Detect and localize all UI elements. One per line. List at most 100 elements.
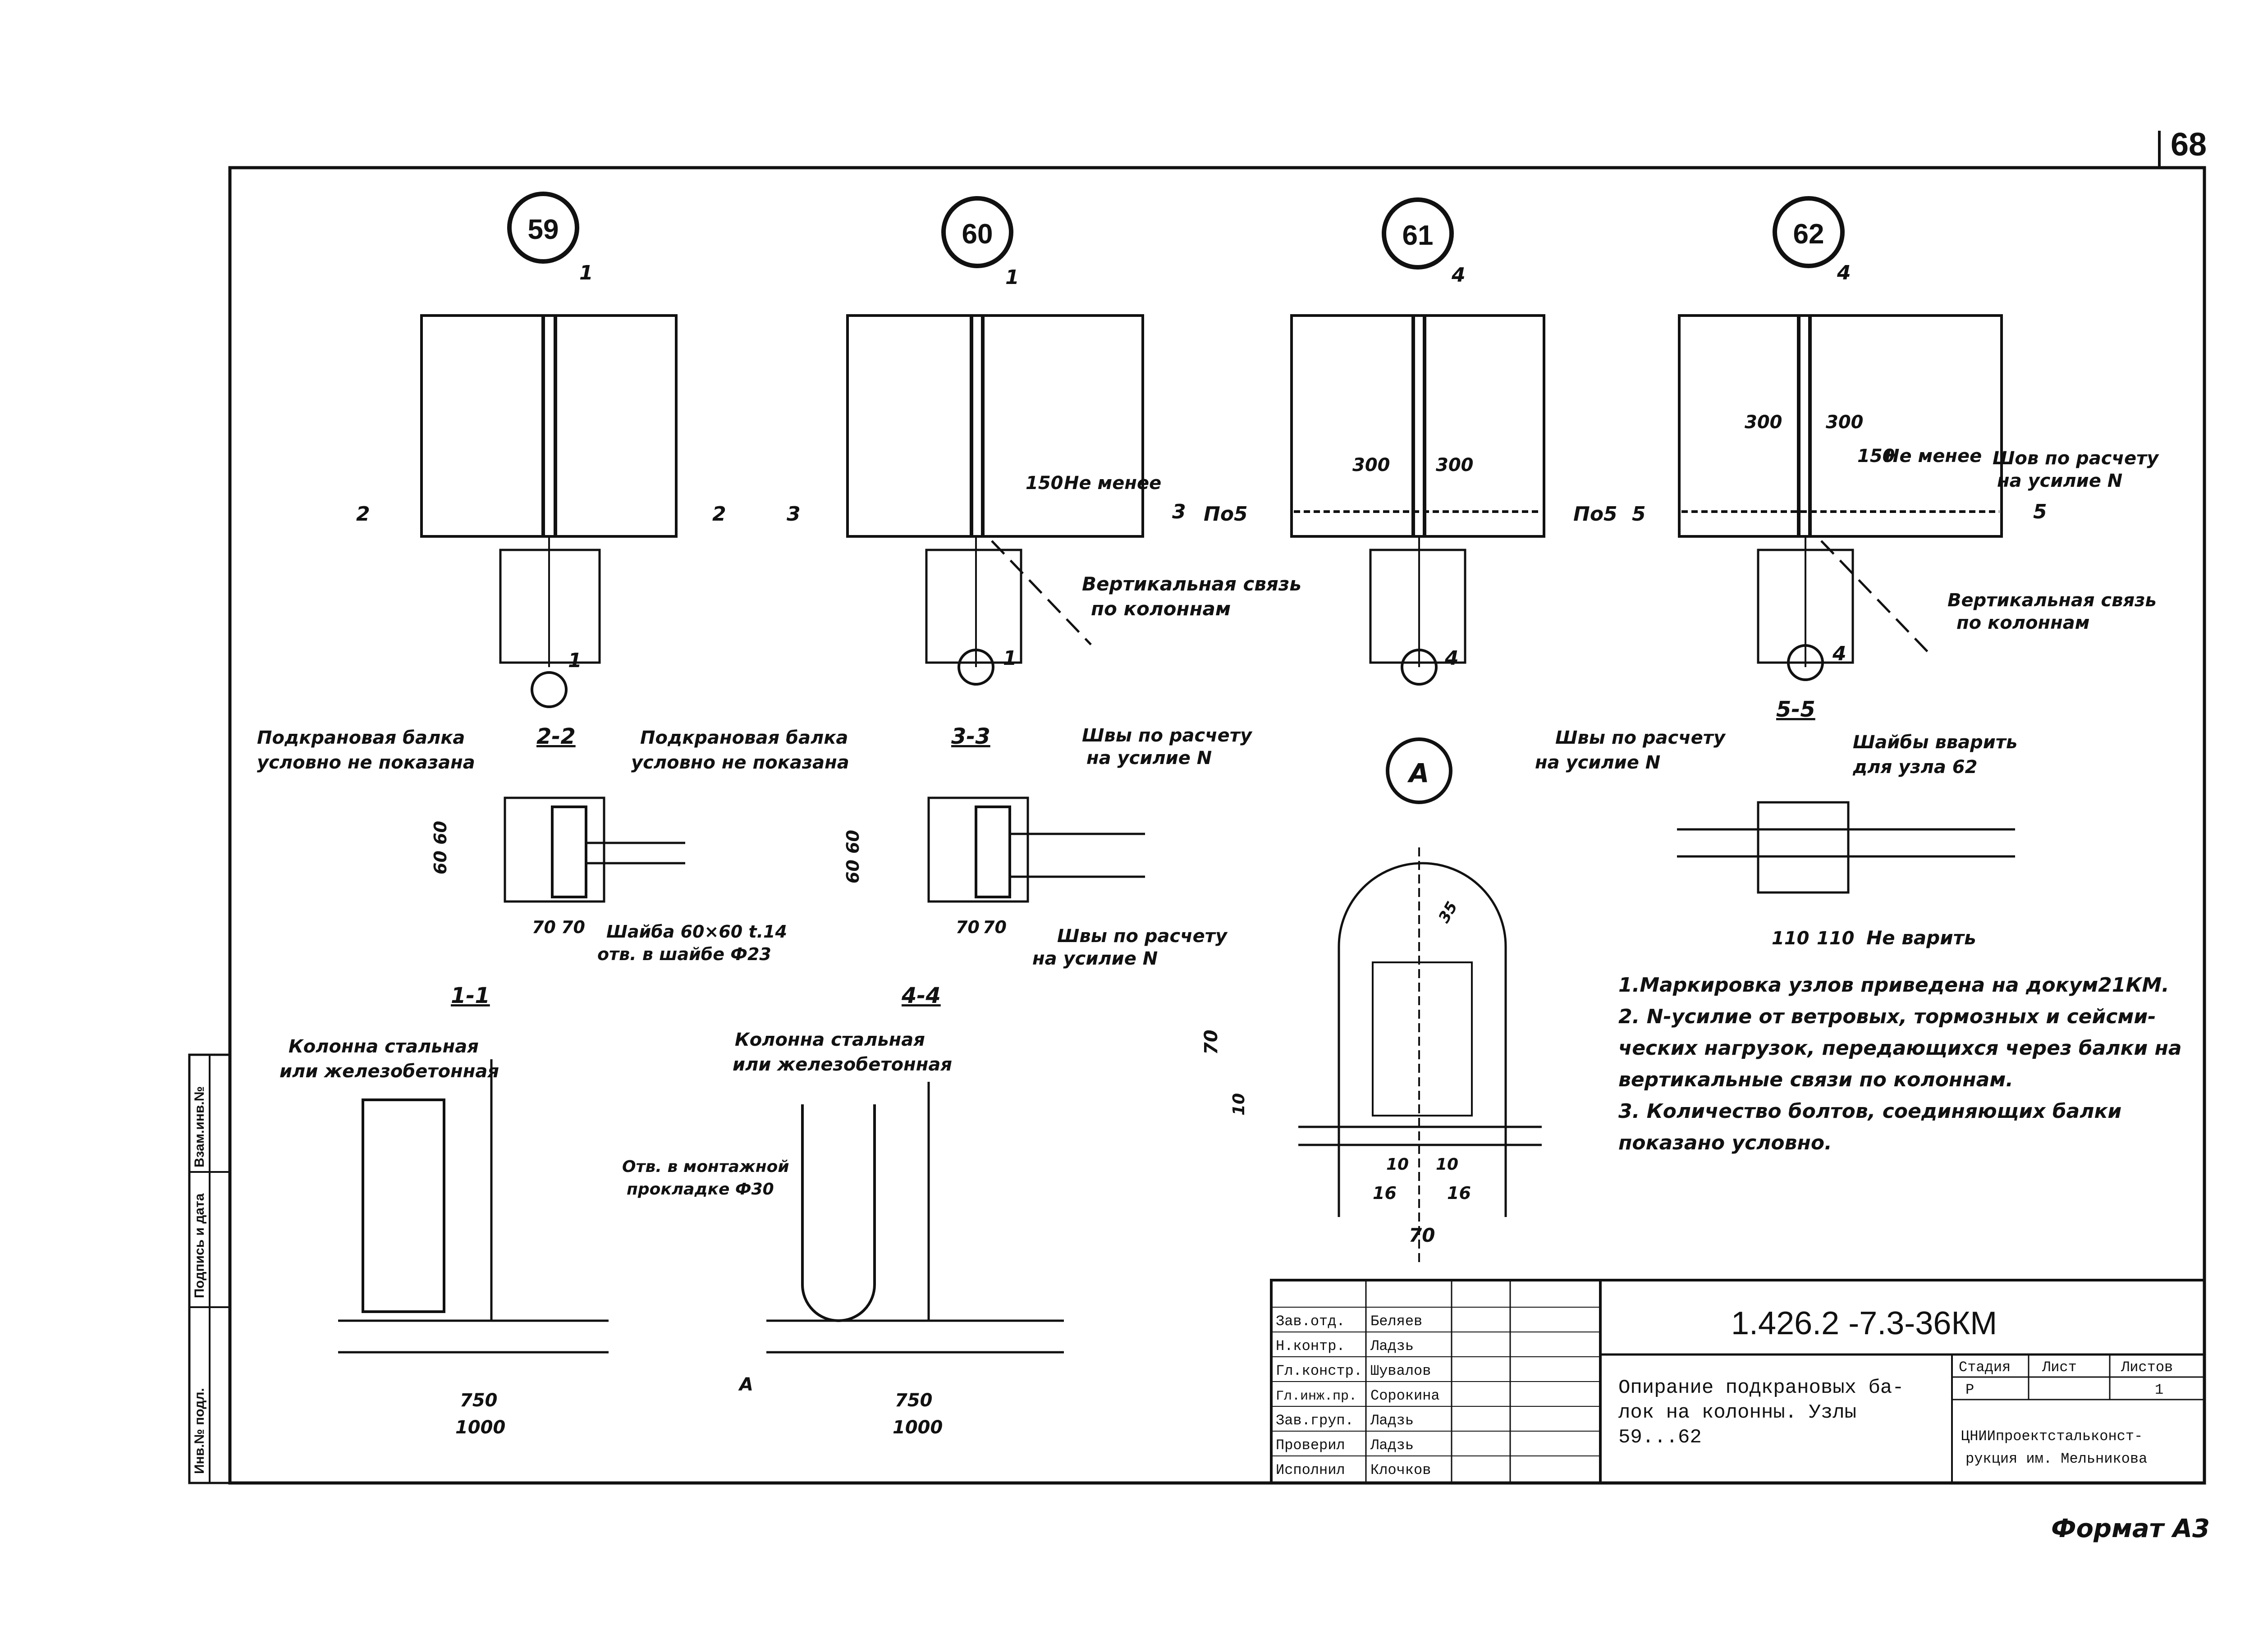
detail-a-dim-70-h: 70 [1409,1224,1435,1246]
node-60-cut-right: 3 [1172,500,1186,523]
tb-title-line3: 59...62 [1618,1426,1702,1449]
node-62-dim-right: 300 [1826,412,1864,433]
tb-name-3: Шувалов [1370,1363,1431,1379]
node-61-label: 61 [1402,220,1434,251]
section-1-1-dim-1000: 1000 [455,1417,505,1438]
node-62-brace-line2: по колоннам [1956,613,2089,633]
tb-name-5: Ладзь [1370,1412,1414,1429]
section-3-3-weld-bottom-line2: на усилие N [1032,948,1158,969]
tb-sheet-header: Лист [2042,1359,2077,1376]
note-line-1: 1.Маркировка узлов приведена на докум21К… [1618,974,2169,997]
section-2-2-beam-line1: Подкрановая балка [257,728,465,748]
node-61-dim-left: 300 [1352,455,1390,476]
node-61-detail: 61 4 4 По5 По5 300 300 [1204,197,1617,686]
section-1-1-dim-750: 750 [460,1390,498,1411]
sheet-number: 68 [2171,127,2207,163]
node-59-cut-top: 1 [579,261,593,284]
node-61-cut-left: По5 [1204,503,1248,526]
section-5-5-title: 5-5 [1776,697,1815,722]
node-61-cut-top: 4 [1451,264,1466,287]
drawing-frame [228,166,2206,1485]
node-61-cut-bottom: 4 [1444,647,1459,670]
note-line-2: 2. N-усилие от ветровых, тормозных и сей… [1618,1005,2156,1028]
section-4-4-dim-1000: 1000 [893,1417,943,1438]
section-3-3-beam-line2: условно не показана [631,752,849,773]
node-60-cut-bottom: 1 [1003,647,1017,670]
node-59-detail: 59 1 1 2 2 [356,192,726,708]
sheet-format: Формат А3 [2051,1514,2210,1543]
detail-a-dim-10-v: 10 [1230,1093,1248,1116]
section-2-2-dim-h2: 70 [561,917,585,937]
node-62-dim-left: 300 [1745,412,1782,433]
section-4-4: 4-4 Колонна стальная или железобетонная … [622,983,1064,1438]
node-62-min-note: Не менее [1884,446,1982,467]
tb-sheets-header: Листов [2121,1359,2173,1376]
node-62-dim-150: 150 [1857,446,1895,467]
node-60-dim-150: 150 [1026,473,1063,494]
section-1-1-column-line2: или железобетонная [279,1061,499,1082]
detail-a-dim-10-a: 10 [1386,1155,1409,1174]
section-3-3-title: 3-3 [951,724,990,749]
detail-a-dim-35: 35 [1435,899,1461,926]
section-3-3-weld-top-line1: Швы по расчету [1082,725,1253,746]
detail-a: А 70 10 10 10 16 16 70 35 [1201,737,1542,1262]
tb-role-6: Проверил [1276,1437,1345,1454]
section-5-5-weld-line2: на усилие N [1535,752,1660,773]
node-60-circle [941,196,1013,268]
section-3-3-dim-h1: 70 [956,917,980,937]
detail-a-dim-70-v: 70 [1201,1030,1222,1055]
section-2-2-washer-line2: отв. в шайбе Ф23 [597,944,771,964]
section-5-5: 5-5 Швы по расчету на усилие N Шайбы вва… [1535,697,2017,949]
section-4-4-hole-line2: прокладке Ф30 [627,1180,774,1199]
strip-replaced-inv: Взам.инв.№ [192,1086,207,1167]
section-3-3-dim-vertical: 60 60 [843,830,863,883]
tb-sheets-value: 1 [2155,1382,2163,1398]
node-59-circle [507,192,579,264]
node-59-label: 59 [528,214,559,245]
node-59-cut-right: 2 [712,503,726,526]
tb-role-7: Исполнил [1276,1462,1345,1478]
tb-role-4: Гл.инж.пр. [1276,1389,1357,1404]
tb-stage-value: Р [1965,1382,1974,1398]
node-61-cut-right: По5 [1573,503,1617,526]
node-60-detail: 60 1 1 3 3 150 Не менее Вертикальная свя… [787,196,1301,686]
section-4-4-column-line1: Колонна стальная [735,1030,925,1050]
note-line-4: вертикальные связи по колоннам. [1618,1068,2013,1091]
section-3-3-weld-bottom-line1: Швы по расчету [1057,926,1228,947]
section-5-5-washer-line2: для узла 62 [1852,757,1977,778]
section-2-2-beam-line2: условно не показана [257,752,475,773]
node-62-circle [1773,196,1845,268]
node-59-cut-left: 2 [356,503,370,526]
tb-drawing-code: 1.426.2 -7.3-36КМ [1731,1305,1997,1341]
left-stamp-strip: Инв.№ подл. Подпись и дата Взам.инв.№ [188,1053,231,1484]
detail-a-circle [1386,737,1452,804]
node-62-weld-line1: Шов по расчету [1993,448,2159,469]
node-62-cut-right: 5 [2033,500,2047,523]
section-3-3-dim-h2: 70 [983,917,1007,937]
tb-name-6: Ладзь [1370,1437,1414,1454]
section-4-4-title: 4-4 [901,983,941,1008]
node-60-brace-line1: Вертикальная связь [1082,573,1301,595]
node-60-brace-line2: по колоннам [1091,598,1231,620]
node-60-cut-top: 1 [1005,266,1019,289]
section-1-1-title: 1-1 [451,983,490,1008]
node-59-cut-bottom: 1 [568,649,582,672]
tb-role-1: Зав.отд. [1276,1313,1345,1330]
node-62-cut-bottom: 4 [1832,642,1846,665]
strip-inv-no: Инв.№ подл. [192,1388,207,1474]
detail-a-dim-16-a: 16 [1373,1183,1397,1203]
node-62-label: 62 [1793,219,1824,250]
tb-name-2: Ладзь [1370,1338,1414,1355]
section-5-5-no-weld: Не варить [1866,927,1976,949]
note-line-5: 3. Количество болтов, соединяющих балки [1618,1100,2121,1123]
section-2-2-dim-vertical: 60 60 [431,821,450,874]
section-4-4-marker-a: А [738,1374,753,1395]
node-60-cut-left: 3 [787,503,801,526]
node-62-cut-top: 4 [1837,261,1851,284]
title-block: Зав.отд. Беляев Н.контр. Ладзь Гл.констр… [1270,1279,2206,1484]
section-4-4-hole-line1: Отв. в монтажной [622,1158,789,1176]
section-3-3: 3-3 Подкрановая балка условно не показан… [631,724,1253,969]
detail-a-dim-10-b: 10 [1436,1155,1458,1174]
tb-name-1: Беляев [1370,1313,1422,1330]
